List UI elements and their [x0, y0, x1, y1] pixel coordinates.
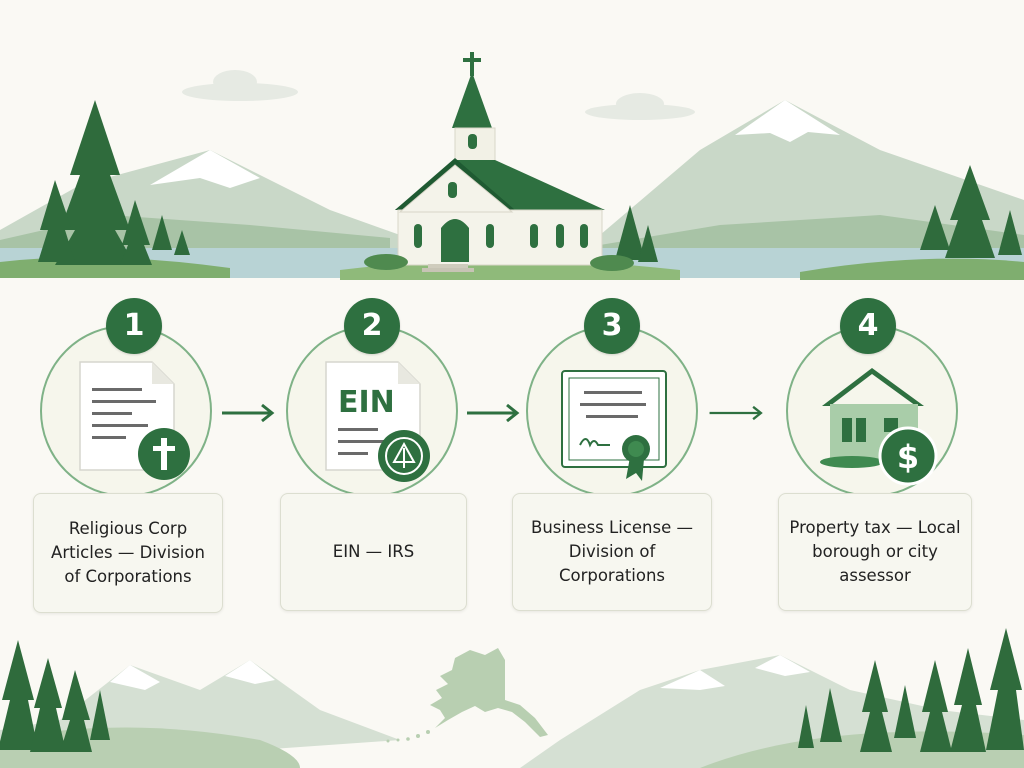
arrow-right-icon	[709, 405, 763, 421]
ein-document-with-irs-seal-icon: EIN	[325, 361, 430, 482]
aleutian-islands	[386, 730, 430, 743]
step-1-number-badge: 1	[106, 298, 162, 354]
step-2-label-card: EIN — IRS	[280, 493, 467, 611]
arrow-right-icon	[467, 403, 520, 423]
pine-trees-bottom-right	[798, 628, 1024, 752]
step-3-label-card: Business License — Division of Corporati…	[512, 493, 712, 611]
pine-trees-left	[38, 100, 190, 265]
step-3-number-badge: 3	[584, 298, 640, 354]
step-4-number-badge: 4	[840, 298, 896, 354]
alaska-map-silhouette	[430, 648, 548, 737]
arrow-right-icon	[222, 403, 275, 423]
cloud-icon	[182, 70, 695, 120]
ein-icon-text: EIN	[338, 385, 395, 420]
church-illustration	[364, 52, 634, 272]
grass-right	[800, 258, 1024, 280]
step-3-label: Business License — Division of Corporati…	[531, 518, 693, 585]
document-with-cross-icon	[79, 361, 190, 480]
house-with-dollar-icon: $	[820, 368, 938, 486]
step-4-label: Property tax — Local borough or city ass…	[789, 518, 961, 585]
pine-trees-bottom-left	[0, 640, 110, 752]
dollar-sign-text: $	[897, 438, 919, 476]
step-2-label: EIN — IRS	[332, 542, 415, 561]
step-4-label-card: Property tax — Local borough or city ass…	[778, 493, 972, 611]
step-2-number-badge: 2	[344, 298, 400, 354]
pine-trees-right	[615, 165, 1022, 262]
step-1-label: Religious Corp Articles — Division of Co…	[51, 519, 205, 586]
step-1-label-card: Religious Corp Articles — Division of Co…	[33, 493, 223, 613]
certificate-with-ribbon-icon	[561, 370, 667, 481]
